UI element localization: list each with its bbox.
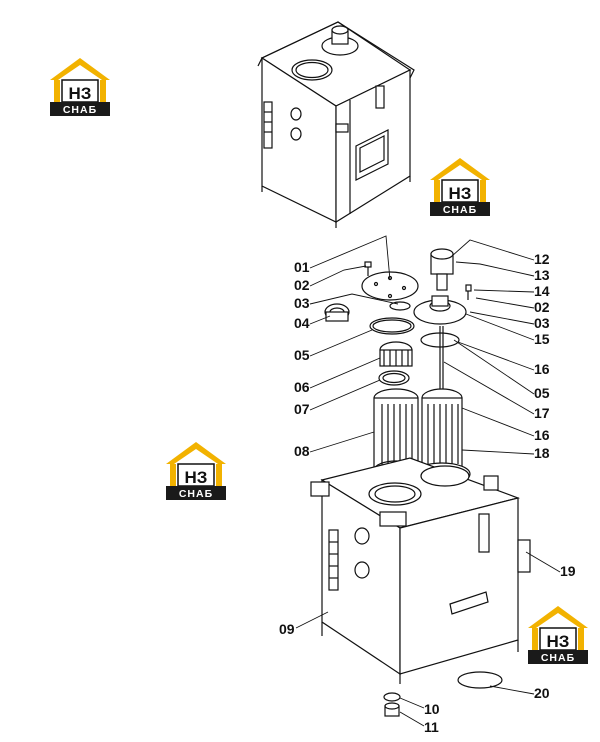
leader-lines xyxy=(295,235,561,727)
callout-09: 09 xyxy=(279,621,295,637)
callout-05-right: 05 xyxy=(534,385,550,401)
callout-11: 11 xyxy=(424,719,439,735)
callout-14: 14 xyxy=(534,283,550,299)
callout-17: 17 xyxy=(534,405,550,421)
logo-brand-top: НЗ xyxy=(547,632,570,651)
callout-16: 16 xyxy=(534,361,550,377)
logo-brand-bottom: СНАБ xyxy=(179,488,213,500)
callout-16-lower: 16 xyxy=(534,427,550,443)
logo-brand-bottom: СНАБ xyxy=(443,204,477,216)
watermark-logo-3: НЗ СНАБ xyxy=(165,441,227,501)
callout-02-right: 02 xyxy=(534,299,550,315)
callout-05: 05 xyxy=(294,347,310,363)
callout-03-right: 03 xyxy=(534,315,550,331)
tank-body-illustration xyxy=(310,457,531,717)
watermark-logo-1: НЗ СНАБ xyxy=(49,57,111,117)
logo-brand-bottom: СНАБ xyxy=(541,652,575,664)
logo-brand-top: НЗ xyxy=(449,184,472,203)
callout-04: 04 xyxy=(294,315,310,331)
watermark-logo-4: НЗ СНАБ xyxy=(527,605,589,665)
exploded-parts-illustration xyxy=(324,248,472,486)
logo-brand-bottom: СНАБ xyxy=(63,104,97,116)
callout-01: 01 xyxy=(294,259,310,275)
callout-15: 15 xyxy=(534,331,550,347)
callout-19: 19 xyxy=(560,563,576,579)
callout-08: 08 xyxy=(294,443,310,459)
callout-03: 03 xyxy=(294,295,310,311)
callout-13: 13 xyxy=(534,267,550,283)
callout-07: 07 xyxy=(294,401,310,417)
callout-06: 06 xyxy=(294,379,310,395)
logo-brand-top: НЗ xyxy=(185,468,208,487)
callout-labels: 01 02 03 04 05 06 07 08 09 10 11 12 13 1… xyxy=(279,251,576,735)
callout-02: 02 xyxy=(294,277,310,293)
callout-12: 12 xyxy=(534,251,550,267)
callout-10: 10 xyxy=(424,701,440,717)
callout-18: 18 xyxy=(534,445,550,461)
assembled-tank-illustration xyxy=(257,21,415,228)
watermark-logo-2: НЗ СНАБ xyxy=(429,157,491,217)
logo-brand-top: НЗ xyxy=(69,84,92,103)
callout-20: 20 xyxy=(534,685,550,701)
